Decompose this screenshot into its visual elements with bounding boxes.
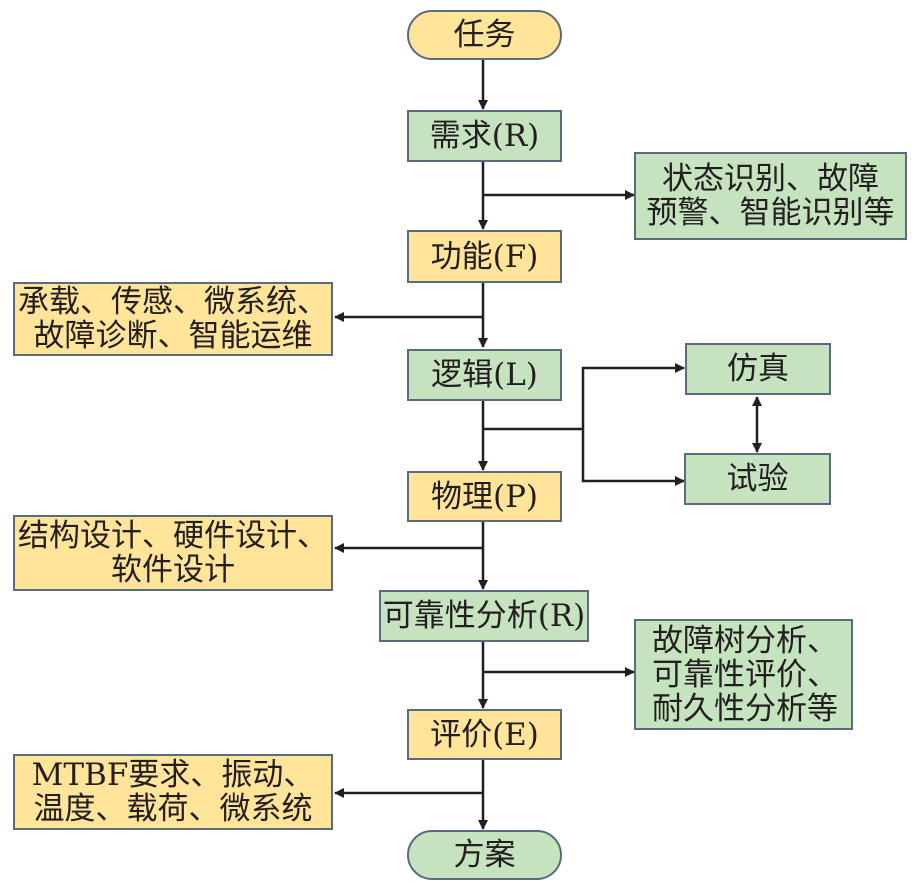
node-physical-note: 结构设计、硬件设计、 软件设计 — [13, 515, 333, 591]
node-function-note: 承载、传感、微系统、 故障诊断、智能运维 — [13, 282, 333, 356]
branch-logic-to-simulation-test — [483, 363, 685, 431]
node-simulation: 仿真 — [685, 343, 831, 395]
node-function: 功能(F) — [407, 230, 562, 283]
arrow-branch-to-test — [581, 429, 685, 486]
node-logic: 逻辑(L) — [407, 349, 562, 401]
node-evaluation-note: MTBF要求、振动、 温度、载荷、微系统 — [13, 754, 333, 830]
node-evaluation: 评价(E) — [407, 709, 562, 760]
node-physical: 物理(P) — [407, 471, 562, 522]
node-solution: 方案 — [407, 830, 562, 880]
node-requirement-note: 状态识别、故障 预警、智能识别等 — [634, 152, 907, 240]
node-task: 任务 — [407, 10, 562, 60]
node-test: 试验 — [684, 453, 831, 505]
node-reliability: 可靠性分析(R) — [379, 590, 589, 642]
node-reliability-note: 故障树分析、 可靠性评价、 耐久性分析等 — [634, 619, 853, 730]
node-requirement: 需求(R) — [407, 110, 562, 162]
